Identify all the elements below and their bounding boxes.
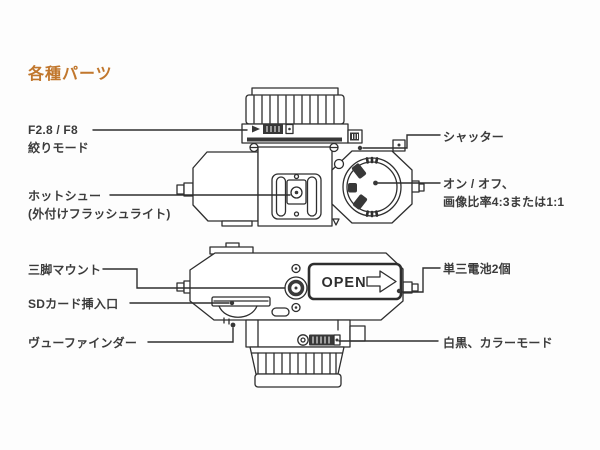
pointer-tripod bbox=[102, 268, 286, 289]
lens-barrel-bottom bbox=[249, 346, 345, 388]
label-power-line1: オン / オフ、 bbox=[443, 177, 515, 191]
label-aperture-line1: F2.8 / F8 bbox=[28, 123, 78, 137]
label-sd-card-slot: SDカード挿入口 bbox=[28, 297, 119, 311]
pointer-viewfinder bbox=[147, 327, 234, 343]
lens-barrel-top bbox=[245, 87, 345, 125]
label-color-mode: 白黒、カラーモード bbox=[443, 336, 553, 350]
usb-port bbox=[271, 307, 290, 317]
pointer-lines bbox=[92, 129, 441, 343]
open-label: OPEN bbox=[321, 275, 366, 291]
camera-top-view bbox=[176, 87, 425, 227]
label-battery: 単三電池2個 bbox=[443, 262, 511, 276]
pointer-battery bbox=[401, 267, 441, 293]
camera-bottom-view: OPEN bbox=[176, 242, 419, 388]
label-tripod-mount: 三脚マウント bbox=[28, 263, 102, 277]
label-aperture-mode: F2.8 / F8 絞りモード bbox=[28, 121, 89, 157]
strap-lug-left bbox=[176, 182, 194, 197]
label-hot-shoe-line2: (外付けフラッシュライト) bbox=[28, 207, 171, 221]
label-power-line2: 画像比率4:3または1:1 bbox=[443, 195, 565, 209]
pointer-shutter bbox=[362, 134, 441, 149]
hot-shoe bbox=[271, 173, 322, 220]
label-shutter: シャッター bbox=[443, 130, 505, 144]
shutter-button bbox=[347, 129, 363, 144]
page-title: 各種パーツ bbox=[28, 66, 113, 83]
label-power-ratio: オン / オフ、 画像比率4:3または1:1 bbox=[443, 175, 564, 211]
power-dial bbox=[332, 156, 402, 226]
open-arrow-icon bbox=[366, 270, 397, 293]
tripod-mount bbox=[284, 263, 308, 313]
label-aperture-line2: 絞りモード bbox=[28, 141, 90, 155]
label-viewfinder: ヴューファインダー bbox=[28, 336, 138, 350]
viewfinder-window bbox=[230, 322, 236, 328]
color-mode-dial bbox=[297, 334, 341, 346]
label-hot-shoe: ホットシュー (外付けフラッシュライト) bbox=[28, 187, 171, 223]
sd-card-slot bbox=[211, 296, 271, 325]
aperture-dial bbox=[241, 123, 349, 144]
label-hot-shoe-line1: ホットシュー bbox=[28, 189, 102, 203]
battery-door: OPEN bbox=[307, 262, 403, 301]
